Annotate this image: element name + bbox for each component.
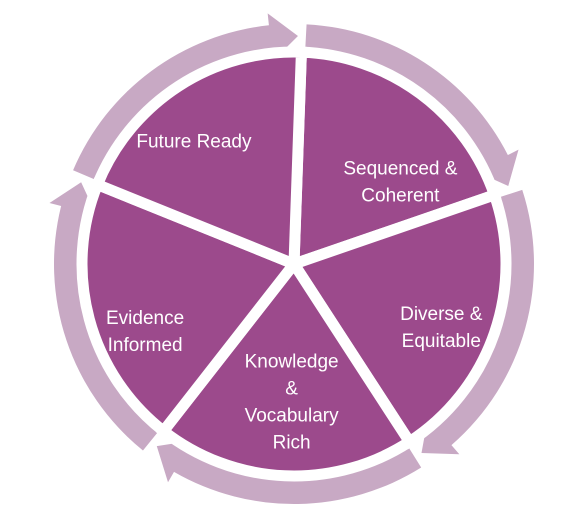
label-line: Coherent xyxy=(361,185,440,206)
cycle-segments xyxy=(76,46,512,482)
label-diverse-equitable: Diverse & Equitable xyxy=(400,304,483,352)
label-line: Informed xyxy=(108,335,183,356)
cycle-arrow-evidence-informed xyxy=(49,182,159,451)
label-line: Equitable xyxy=(402,331,481,352)
cycle-arrow-sequenced-coherent xyxy=(305,24,519,187)
segment-diverse-equitable xyxy=(285,187,512,450)
label-line: Sequenced & xyxy=(343,158,457,179)
label-line: Knowledge xyxy=(245,351,339,372)
label-line: Diverse & xyxy=(400,304,483,325)
label-line: Evidence xyxy=(106,308,184,329)
label-line: Rich xyxy=(273,432,311,453)
segment-future-ready xyxy=(90,46,308,273)
cycle-arrow-knowledge-vocabulary-rich xyxy=(156,440,422,505)
label-future-ready: Future Ready xyxy=(136,131,252,152)
label-line: & xyxy=(285,378,298,399)
cycle-arrow-future-ready xyxy=(73,13,298,180)
label-line: Future Ready xyxy=(136,131,252,152)
label-sequenced-coherent: Sequenced & Coherent xyxy=(343,158,457,206)
label-line: Vocabulary xyxy=(245,405,340,426)
segment-knowledge-vocabulary-rich xyxy=(155,254,418,482)
